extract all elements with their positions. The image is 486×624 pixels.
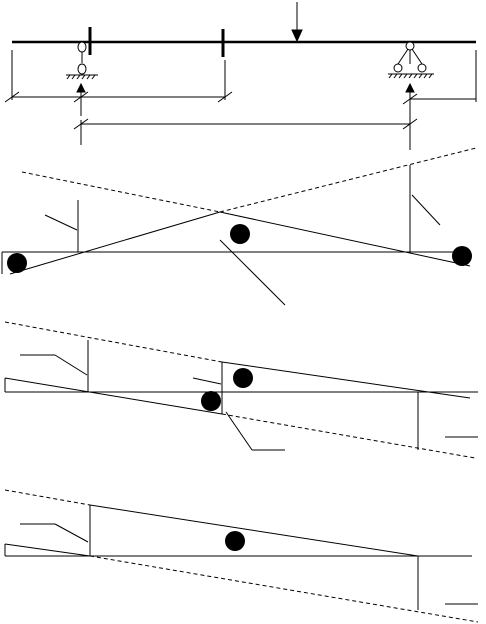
minus-sign-icon <box>201 391 221 411</box>
dashed-line-4b <box>89 555 479 623</box>
right-support-icon <box>388 41 434 79</box>
influence-line-shear-1 <box>4 321 478 459</box>
plus-sign-icon <box>233 368 253 388</box>
dimension-lines <box>4 50 477 145</box>
influence-line-3b <box>221 361 471 399</box>
left-support-icon <box>66 41 98 80</box>
dashed-line-4a <box>4 489 91 506</box>
dashed-line-2b <box>219 147 477 213</box>
sign-circle-right <box>452 246 472 266</box>
influence-line-3a <box>4 377 223 415</box>
sign-circle-left <box>7 253 27 273</box>
dashed-line-2a <box>21 171 221 213</box>
reaction-arrow-left-icon <box>76 82 86 116</box>
influence-line-reactions <box>1 147 477 306</box>
influence-line-2a <box>9 211 221 275</box>
influence-line-4b <box>89 504 419 557</box>
dashed-line-3a <box>4 321 223 363</box>
reaction-arrow-right-icon <box>405 82 415 150</box>
influence-line-2b <box>219 211 471 267</box>
plus-sign-icon-2 <box>225 531 245 551</box>
beam-scheme <box>4 2 477 150</box>
sign-circle-middle <box>230 224 250 244</box>
load-arrow-icon <box>291 2 303 43</box>
dashed-line-3b <box>221 413 476 459</box>
influence-line-4a <box>4 543 91 557</box>
influence-line-shear-2 <box>4 489 479 623</box>
